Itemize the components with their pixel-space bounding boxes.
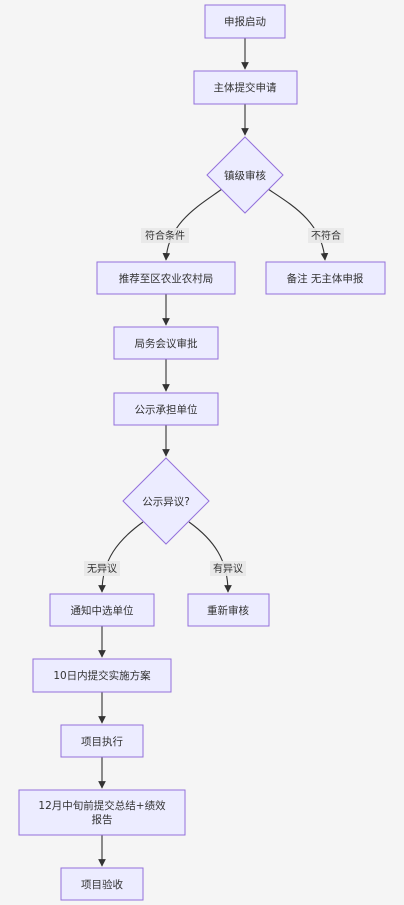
node-town-review-decision: 镇级审核 (206, 136, 284, 214)
node-publicity-objection-decision: 公示异议? (122, 457, 210, 545)
svg-text:局务会议审批: 局务会议审批 (135, 337, 198, 350)
svg-text:通知中选单位: 通知中选单位 (71, 604, 134, 617)
node-notify-selected: 通知中选单位 (49, 593, 155, 627)
edge-objection-to-re-review (188, 521, 232, 593)
node-recommend-to-bureau: 推荐至区农业农村局 (96, 261, 236, 295)
edge-objection-to-notify (98, 521, 144, 593)
svg-text:有异议: 有异议 (213, 562, 243, 575)
node-start: 申报启动 (204, 4, 286, 39)
svg-text:12月中旬前提交总结+绩效: 12月中旬前提交总结+绩效 (38, 799, 166, 812)
node-submit-plan: 10日内提交实施方案 (32, 658, 172, 693)
svg-text:10日内提交实施方案: 10日内提交实施方案 (53, 669, 151, 682)
svg-text:公示异议?: 公示异议? (142, 496, 190, 508)
svg-text:项目执行: 项目执行 (81, 735, 123, 748)
edges (98, 38, 329, 867)
svg-text:备注 无主体申报: 备注 无主体申报 (287, 272, 364, 285)
edge-label-has-objection: 有异议 (210, 561, 246, 576)
node-not-eligible-note: 备注 无主体申报 (265, 261, 386, 295)
edge-town-review-to-recommend (162, 188, 223, 261)
edge-label-no-objection: 无异议 (84, 561, 120, 576)
node-project-acceptance: 项目验收 (60, 867, 144, 901)
svg-text:符合条件: 符合条件 (145, 229, 185, 242)
node-publicize-undertaker: 公示承担单位 (113, 392, 219, 426)
svg-text:主体提交申请: 主体提交申请 (214, 81, 277, 94)
edge-label-not-eligible: 不符合 (308, 228, 344, 243)
node-project-execution: 项目执行 (60, 724, 144, 758)
svg-text:项目验收: 项目验收 (81, 878, 123, 891)
edge-label-eligible: 符合条件 (141, 228, 189, 243)
node-submit-application: 主体提交申请 (193, 70, 298, 105)
svg-text:推荐至区农业农村局: 推荐至区农业农村局 (119, 272, 214, 285)
svg-text:镇级审核: 镇级审核 (224, 169, 266, 182)
node-bureau-meeting-approval: 局务会议审批 (113, 326, 219, 360)
svg-text:无异议: 无异议 (87, 563, 117, 575)
node-re-review: 重新审核 (187, 593, 270, 627)
svg-text:公示承担单位: 公示承担单位 (135, 403, 198, 416)
svg-text:不符合: 不符合 (311, 229, 341, 242)
edge-town-review-to-not-eligible (267, 188, 329, 261)
svg-text:报告: 报告 (92, 813, 113, 826)
node-summary-report: 12月中旬前提交总结+绩效 报告 (18, 789, 186, 836)
svg-text:重新审核: 重新审核 (207, 604, 249, 617)
svg-text:申报启动: 申报启动 (224, 15, 266, 28)
